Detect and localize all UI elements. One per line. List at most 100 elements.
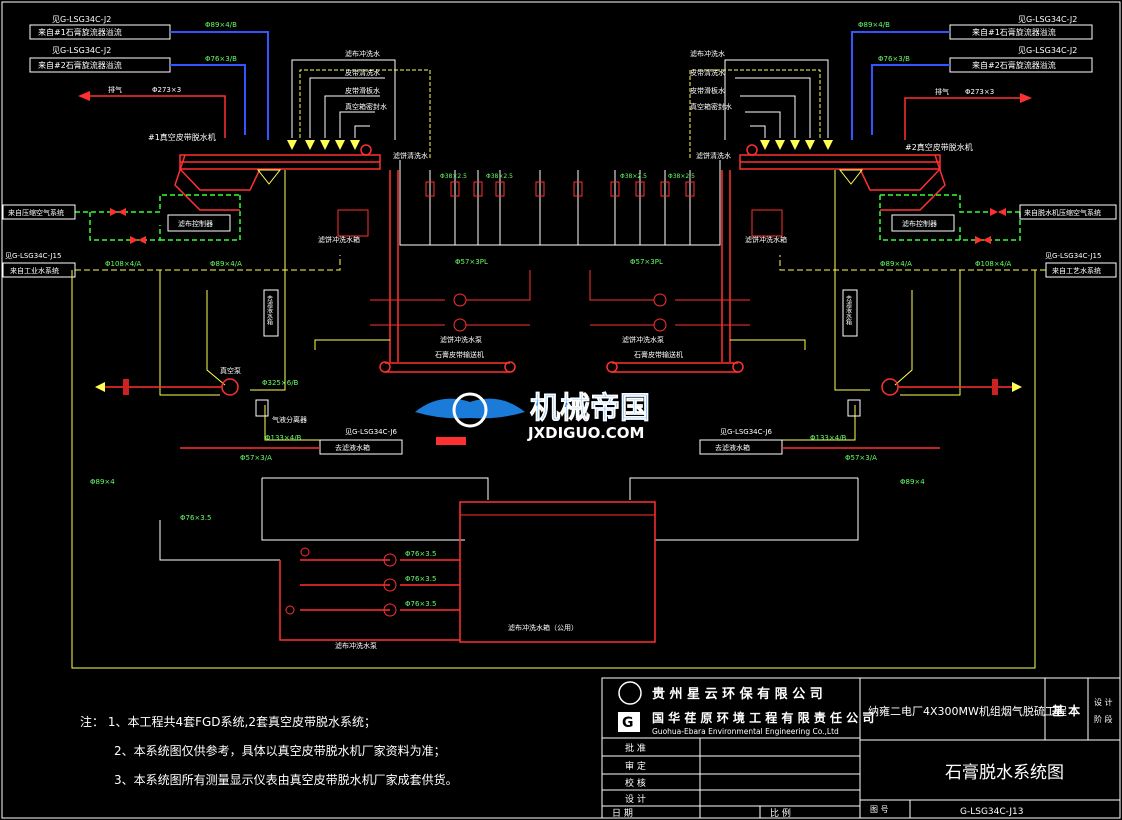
right-belt-filter (739, 144, 946, 211)
left-exhaust-label: 排气 (108, 85, 122, 94)
bottom-pump-lines (279, 559, 460, 641)
central-spec-2: Φ38×2.5 (486, 173, 513, 180)
left-vacuum-pump (221, 378, 239, 396)
left-spec-p3: Φ108×4/A (105, 260, 142, 268)
left-water-ref: 见G-LSG34C-J15 (5, 252, 61, 260)
left-spec-p11: Φ325×6/B (262, 379, 299, 387)
bottom-spec-2: Φ76×3.5 (405, 575, 436, 583)
mid-wash-left: 滤饼清洗水 (393, 151, 428, 160)
bottom-pump-label: 滤布冲洗水泵 (335, 641, 377, 650)
left-conveyor-label: 石膏皮带输送机 (435, 350, 484, 359)
bottom-spec-3: Φ76×3.5 (405, 600, 436, 608)
note-2: 2、本系统图仅供参考，具体以真空皮带脱水机厂家资料为准； (114, 744, 446, 758)
row-approve: 批 准 (625, 742, 646, 754)
right-spec-p2: Φ76×3/B (878, 55, 910, 63)
right-exhaust-spec: Φ273×3 (965, 88, 994, 96)
left-ref-box-2-text: 来自#2石膏旋流器溢流 (38, 60, 122, 70)
left-air-lines (75, 194, 241, 241)
left-j6-ref: 见G-LSG34C-J6 (345, 428, 397, 436)
right-controller-label: 滤布控制器 (902, 219, 937, 228)
right-spec-p3: Φ108×4/A (975, 260, 1012, 268)
common-wash-tank (459, 501, 656, 643)
left-spec-p9: Φ89×4 (90, 478, 115, 486)
right-conveyor (606, 170, 744, 373)
right-blue-pipe-2 (871, 64, 950, 135)
left-blue-pipe-1 (170, 31, 269, 140)
mid-wash-right: 滤饼清洗水 (696, 151, 731, 160)
right-process-water (779, 255, 1046, 271)
left-vertical-box (263, 289, 279, 337)
central-flowmeters (425, 181, 695, 197)
left-spec-p8: Φ57×3/A (240, 454, 272, 462)
title-block-grid (601, 677, 1121, 819)
note-3: 3、本系统图所有测量显示仪表由真空皮带脱水机厂家成套供货。 (114, 773, 458, 787)
left-flush-pump-label: 滤饼冲洗水泵 (440, 335, 482, 344)
left-exhaust-arrow (78, 91, 90, 101)
right-separator (847, 399, 861, 417)
left-hopper (256, 169, 282, 185)
wash-r1: 滤布冲洗水 (690, 49, 725, 58)
watermark: 机械帝国 JXDIGUO.COM (415, 391, 650, 445)
company-logo-1-icon (618, 681, 642, 705)
left-spray-nozzles (287, 140, 360, 150)
right-flush-pumps (589, 270, 750, 332)
right-air-lines (879, 194, 1021, 241)
stage-sub-2: 阶 段 (1094, 714, 1113, 724)
right-vacuum-lines (730, 170, 961, 441)
left-air-text: 来自压缩空气系统 (8, 208, 64, 217)
stage-sub-1: 设 计 (1094, 697, 1113, 707)
left-vacuum-lines (71, 170, 1036, 669)
right-ref-2: 见G-LSG34C-J2 (1018, 46, 1077, 55)
left-controller (167, 214, 231, 232)
left-belt-filter (174, 144, 381, 211)
right-ref-box-1-text: 来自#1石膏旋流器溢流 (972, 27, 1056, 37)
company-cn-2: 国 华 荏 原 环 境 工 程 有 限 责 任 公 司 (652, 710, 874, 725)
left-ref-1: 见G-LSG34C-J2 (52, 15, 111, 24)
wash-r3: 皮带滑板水 (690, 86, 725, 95)
left-tank-label: 滤饼冲洗水箱 (318, 235, 360, 244)
right-spec-p4: Φ89×4/A (880, 260, 912, 268)
left-ref-2: 见G-LSG34C-J2 (52, 46, 111, 55)
left-vertical-label: 去滤液水箱 (266, 294, 273, 326)
right-water-text: 来自工艺水系统 (1052, 266, 1101, 275)
left-separator (255, 399, 269, 417)
row-check: 校 核 (625, 777, 646, 789)
right-wash-lines (724, 59, 829, 140)
common-tank-label: 滤布冲洗水箱（公用） (508, 623, 578, 632)
left-filter-name: #1真空皮带脱水机 (148, 132, 216, 142)
left-flush-pumps (370, 270, 531, 332)
right-conveyor-label: 石膏皮带输送机 (634, 350, 683, 359)
left-conveyor (379, 170, 516, 373)
left-valves (110, 208, 146, 244)
left-j6-text: 去滤液水箱 (335, 443, 370, 452)
right-air-text: 来自脱水机压缩空气系统 (1024, 208, 1101, 217)
drawing-no: G-LSG34C-J13 (960, 807, 1024, 817)
row-scale: 比 例 (770, 807, 791, 819)
row-design: 设 计 (625, 793, 646, 805)
left-spec-p4: Φ89×4/A (210, 260, 242, 268)
right-tank-label: 滤饼冲洗水箱 (745, 235, 787, 244)
wash-l1: 滤布冲洗水 (345, 49, 380, 58)
right-valves (975, 208, 1006, 244)
right-exhaust-pipe (904, 97, 1025, 140)
drawing-no-label: 图 号 (870, 805, 889, 814)
row-date: 日 期 (612, 808, 633, 819)
watermark-cn: 机械帝国 (530, 391, 650, 426)
right-cake-tank (751, 209, 783, 237)
right-spec-p5: Φ57×3PL (630, 258, 663, 266)
central-spec-1: Φ38×2.5 (440, 173, 467, 180)
right-ref-box-2-text: 来自#2石膏旋流器溢流 (972, 60, 1056, 70)
right-water-ref: 见G-LSG34C-J15 (1045, 252, 1101, 260)
left-vacuum-pump-label: 真空泵 (220, 366, 241, 375)
central-specs: Φ38×2.5 Φ38×2.5 Φ38×2.5 Φ38×2.5 (440, 173, 695, 180)
left-ref-box-1-text: 来自#1石膏旋流器溢流 (38, 27, 122, 37)
right-spec-p1: Φ89×4/B (858, 21, 890, 29)
right-j6-text: 去滤液水箱 (715, 443, 750, 452)
company-logo-2-letter: G (622, 715, 634, 731)
right-air-box (1019, 204, 1117, 220)
left-exhaust-pipe (85, 95, 226, 138)
left-process-water (75, 255, 341, 271)
